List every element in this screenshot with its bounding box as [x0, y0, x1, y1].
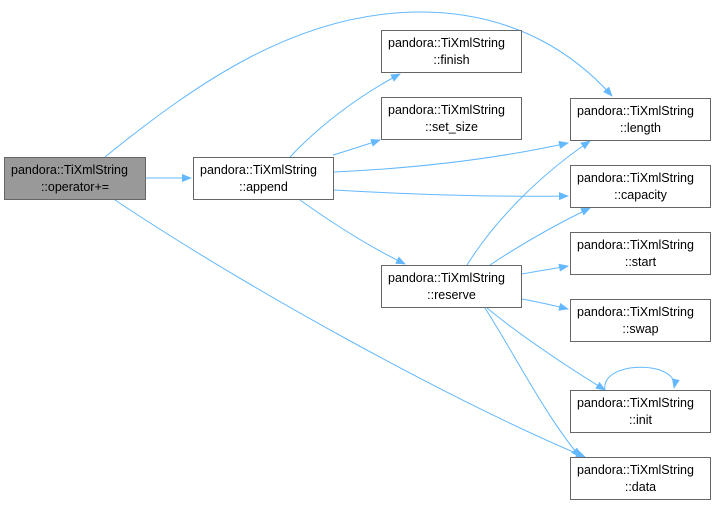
- node-label-namespace: pandora::TiXmlString: [577, 462, 694, 477]
- node-label-namespace: pandora::TiXmlString: [577, 304, 694, 319]
- node-init[interactable]: pandora::TiXmlString ::init: [570, 390, 711, 433]
- node-label-function: ::start: [624, 254, 657, 269]
- edge-append-to-finish: [289, 73, 401, 158]
- node-label-function: ::finish: [433, 52, 470, 67]
- node-label-function: ::data: [624, 479, 657, 494]
- node-label-namespace: pandora::TiXmlString: [11, 162, 128, 177]
- edge-reserve-to-capacity: [489, 207, 591, 266]
- node-label-namespace: pandora::TiXmlString: [577, 237, 694, 252]
- edge-operator-plus-eq-to-data: [114, 199, 586, 458]
- edge-reserve-to-swap: [521, 298, 569, 311]
- node-capacity[interactable]: pandora::TiXmlString ::capacity: [570, 165, 711, 208]
- node-label-function: ::length: [619, 120, 661, 135]
- node-swap[interactable]: pandora::TiXmlString ::swap: [570, 299, 711, 342]
- node-finish[interactable]: pandora::TiXmlString ::finish: [381, 30, 522, 73]
- node-label-function: ::capacity: [614, 187, 667, 202]
- edge-reserve-to-init: [486, 307, 606, 391]
- edge-reserve-to-data: [484, 307, 581, 458]
- edge-append-to-set-size: [332, 139, 381, 156]
- node-append[interactable]: pandora::TiXmlString ::append: [193, 157, 334, 200]
- edge-append-to-length: [333, 141, 569, 173]
- edge-append-to-reserve: [299, 199, 406, 265]
- node-label-namespace: pandora::TiXmlString: [577, 170, 694, 185]
- node-data[interactable]: pandora::TiXmlString ::data: [570, 457, 711, 500]
- node-operator-plus-eq[interactable]: pandora::TiXmlString ::operator+=: [4, 157, 146, 200]
- node-label-namespace: pandora::TiXmlString: [577, 103, 694, 118]
- node-label-namespace: pandora::TiXmlString: [388, 270, 505, 285]
- edge-reserve-to-start: [521, 263, 569, 275]
- node-label-function: ::set_size: [425, 119, 478, 134]
- node-label-namespace: pandora::TiXmlString: [200, 162, 317, 177]
- node-label-function: ::init: [629, 412, 652, 427]
- node-label-namespace: pandora::TiXmlString: [388, 35, 505, 50]
- node-label-function: ::reserve: [427, 287, 476, 302]
- node-label-function: ::swap: [622, 321, 659, 336]
- node-label-namespace: pandora::TiXmlString: [577, 395, 694, 410]
- node-length[interactable]: pandora::TiXmlString ::length: [570, 98, 711, 141]
- node-label-function: ::append: [239, 179, 288, 194]
- edge-reserve-to-length: [466, 140, 591, 266]
- node-start[interactable]: pandora::TiXmlString ::start: [570, 232, 711, 275]
- edge-operator-plus-eq-to-length: [104, 11, 613, 158]
- node-set-size[interactable]: pandora::TiXmlString ::set_size: [381, 97, 522, 140]
- node-reserve[interactable]: pandora::TiXmlString ::reserve: [381, 265, 522, 308]
- edge-init-to-init: [604, 366, 680, 391]
- node-label-namespace: pandora::TiXmlString: [388, 102, 505, 117]
- edge-append-to-capacity: [333, 189, 569, 201]
- node-label-function: ::operator+=: [40, 179, 110, 194]
